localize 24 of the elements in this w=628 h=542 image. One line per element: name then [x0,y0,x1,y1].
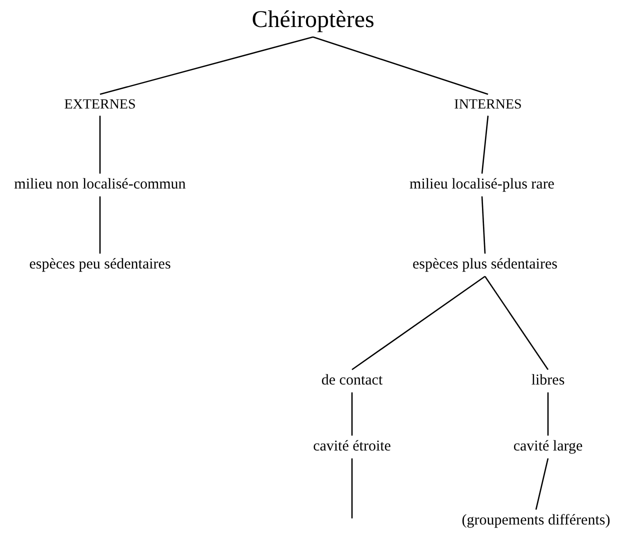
connector-line [312,36,488,95]
tree-label: espèces plus sédentaires [412,256,558,274]
tree-label: INTERNES [454,96,522,114]
tree-label: espèces peu sédentaires [29,256,171,274]
connector-line [100,36,314,95]
tree-label: cavité large [513,438,583,456]
tree-label: libres [531,372,565,390]
tree-label: EXTERNES [64,96,136,114]
connector-line [547,392,549,436]
connector-line [352,276,486,370]
connector-line [481,196,486,254]
connector-line [535,458,549,510]
connector-line [484,276,549,370]
tree-label: Chéiroptères [252,5,374,35]
tree-label: de contact [321,372,383,390]
connector-line [351,458,353,518]
tree-label: milieu localisé-plus rare [410,176,554,194]
connector-line [481,116,489,174]
tree-label: (groupements différents) [462,512,610,530]
connector-line [351,392,353,436]
tree-label: milieu non localisé-commun [14,176,186,194]
connector-line [99,116,101,174]
connector-line [99,196,101,254]
tree-label: cavité étroite [313,438,391,456]
